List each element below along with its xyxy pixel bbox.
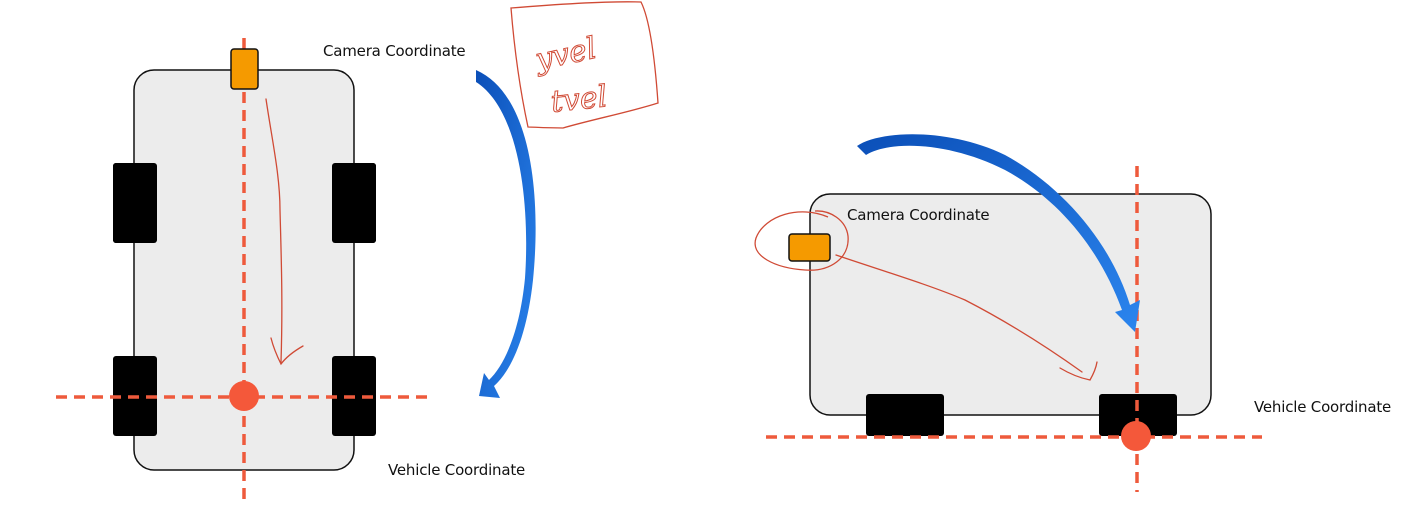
side-view <box>754 166 1262 492</box>
side-rotation-arrow <box>857 134 1140 332</box>
side-vehicle-label: Vehicle Coordinate <box>1254 398 1392 416</box>
side-handwritten-circle <box>754 210 849 271</box>
side-camera-box <box>788 233 831 262</box>
side-camera-label: Camera Coordinate <box>847 206 990 224</box>
side-vehicle-origin-dot <box>1121 421 1151 451</box>
top-vehicle-label: Vehicle Coordinate <box>388 461 526 479</box>
top-wheel-front-right-over <box>332 163 376 243</box>
handwritten-line-1: yvel <box>530 31 599 78</box>
side-wheel-rear <box>1099 394 1177 436</box>
top-wheel-front-left-over <box>113 163 157 243</box>
top-rotation-arrow <box>476 70 536 398</box>
top-camera-label: Camera Coordinate <box>323 42 466 60</box>
side-vehicle-body <box>809 193 1212 416</box>
top-view <box>56 38 432 506</box>
side-handwritten-line <box>835 254 1098 381</box>
top-camera-box <box>230 48 259 90</box>
top-vehicle-origin-dot <box>229 381 259 411</box>
handwritten-note-border <box>510 1 659 129</box>
handwritten-note: yvel tvel <box>510 1 659 129</box>
side-wheel-front <box>866 394 944 436</box>
handwritten-line-2: tvel <box>549 79 609 120</box>
top-handwritten-arrow <box>265 98 304 366</box>
